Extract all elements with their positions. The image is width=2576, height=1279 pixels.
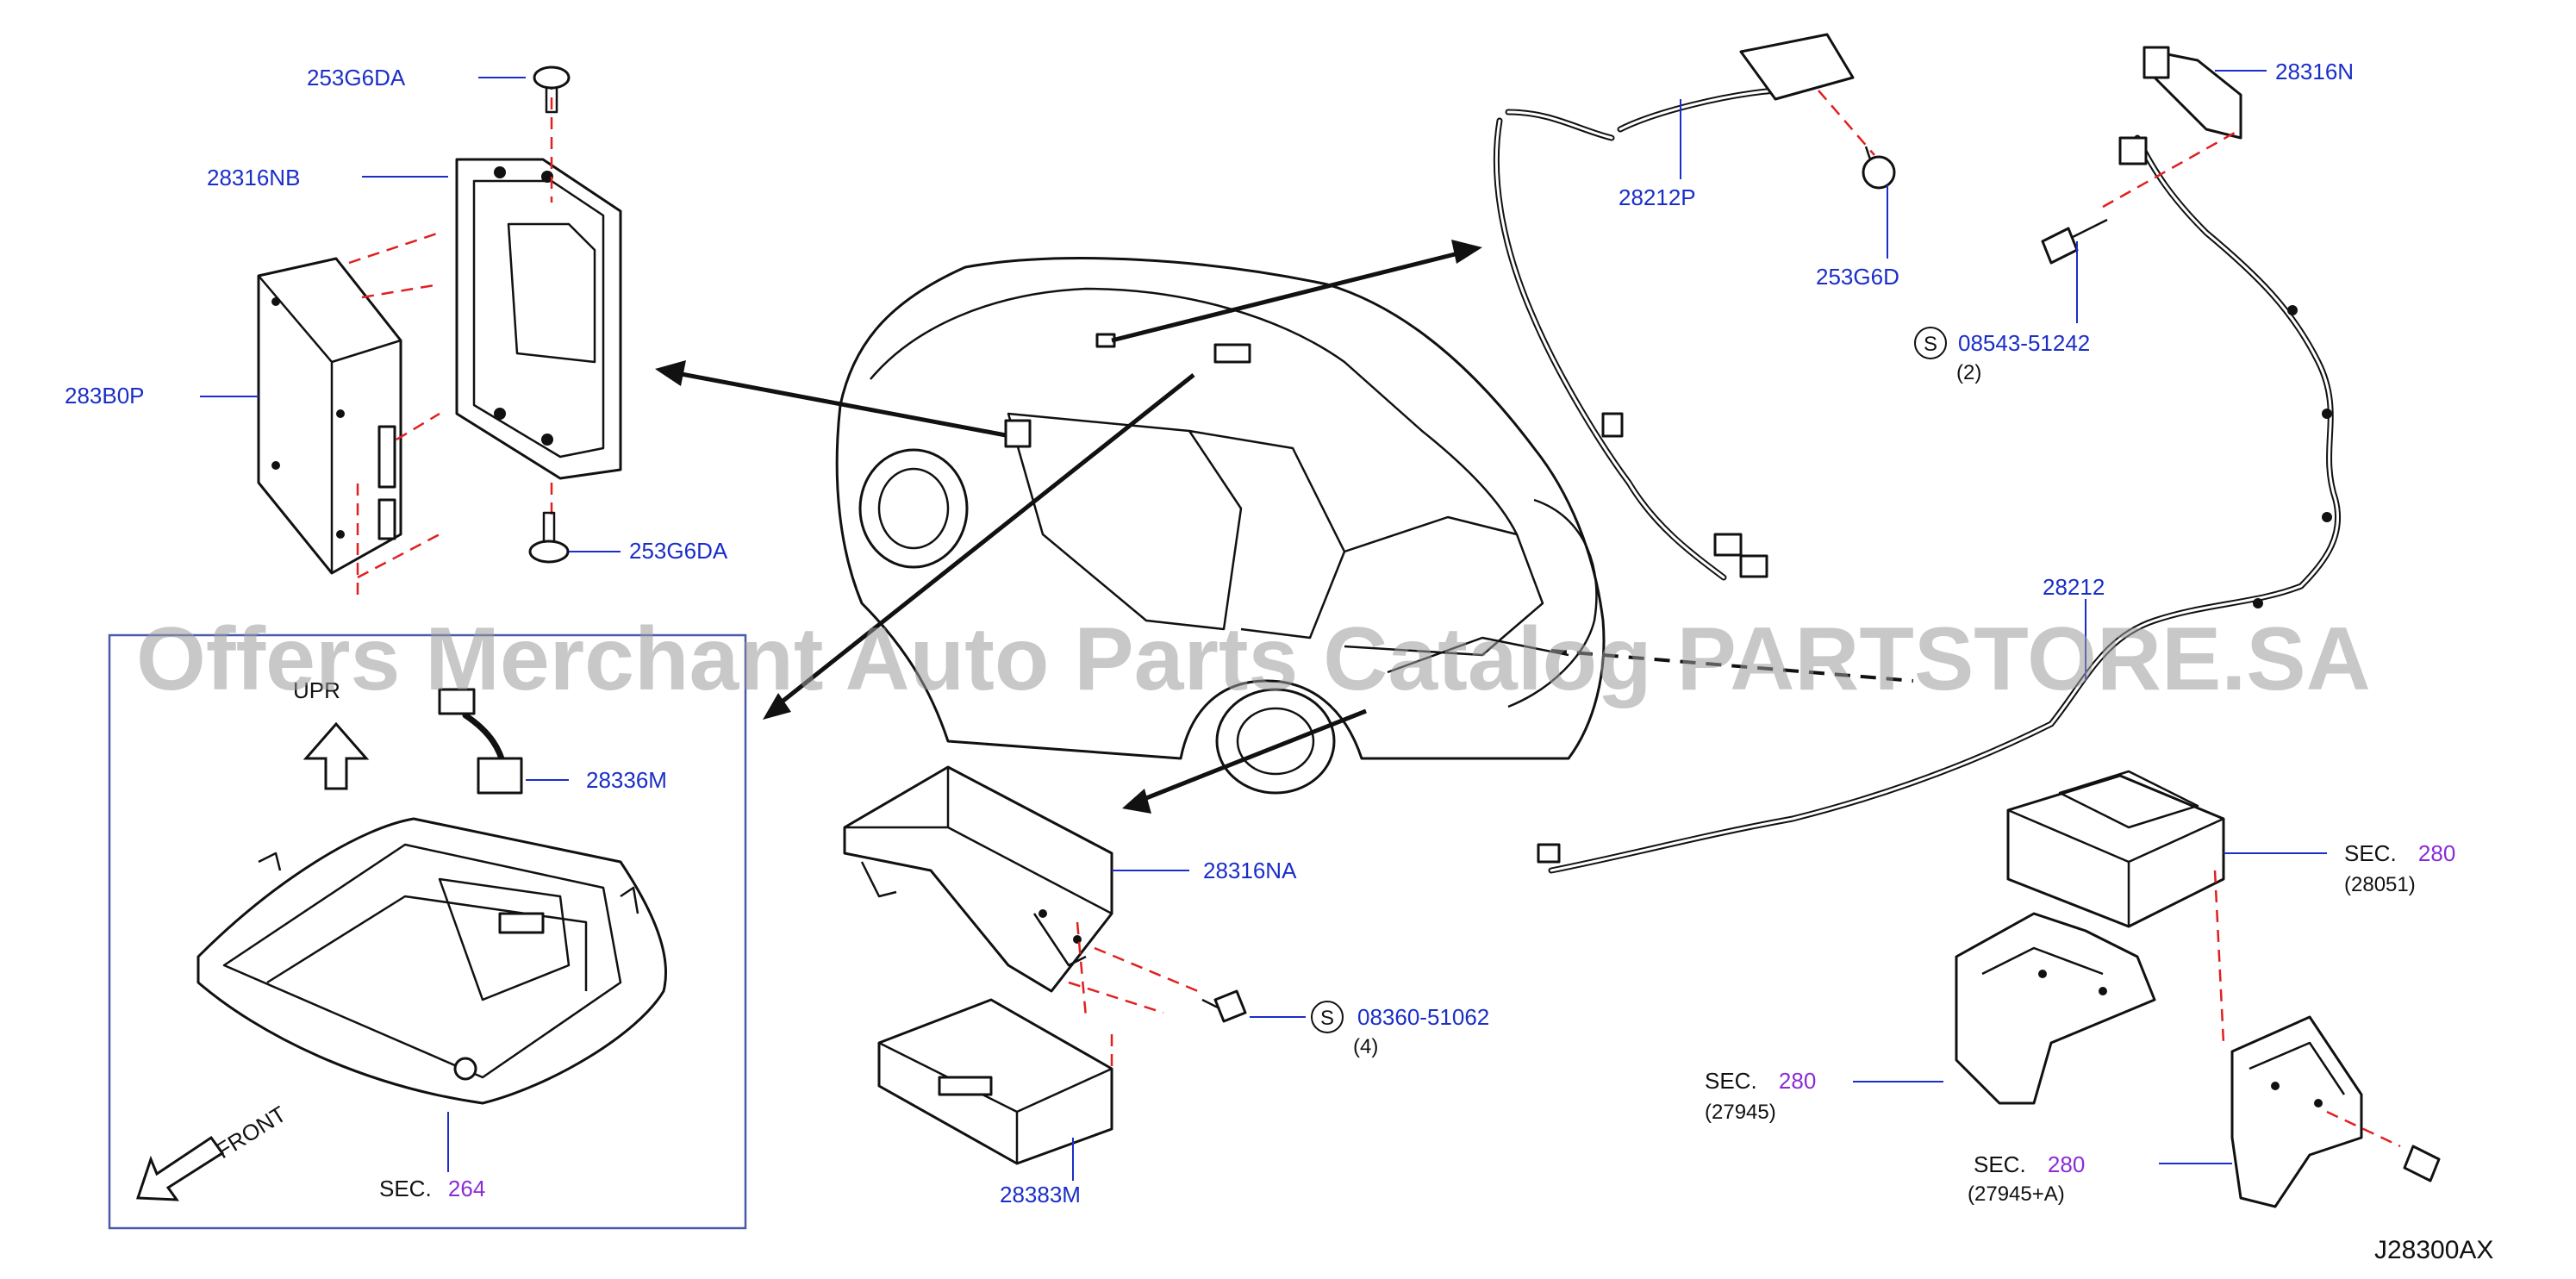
bracket-27945-a [2230,1015,2363,1208]
drawing-code: J28300AX [2374,1236,2493,1264]
locator-arrows [655,240,1914,814]
s-marker-08360-label: S [1320,1007,1334,1030]
front-arrow-icon [135,1135,225,1201]
label-28336m[interactable]: 28336M [586,767,667,793]
vehicle-outline [835,257,1606,795]
overhead-console [196,817,668,1105]
s-marker-08360 [1311,1001,1344,1033]
label-28212p[interactable]: 28212P [1619,184,1696,210]
sec-280-sub-27945: (27945) [1705,1101,1776,1124]
label-08543-51242[interactable]: 08543-51242 [1958,330,2090,356]
label-283b0p[interactable]: 283B0P [65,383,145,409]
harness-28212 [1537,134,2342,874]
label-28316na[interactable]: 28316NA [1203,858,1297,883]
unit-28051 [2006,770,2225,928]
connector-28336m [438,688,523,795]
label-28316nb[interactable]: 28316NB [207,165,300,190]
watermark-text: Offers Merchant Auto Parts Catalog PARTS… [136,609,2371,709]
inset-frame [108,633,747,1230]
label-253g6da-top[interactable]: 253G6DA [307,65,406,90]
sec-280-ref-28051[interactable]: SEC. 280 [2344,840,2455,866]
label-08360-51062[interactable]: 08360-51062 [1357,1004,1489,1030]
label-28212[interactable]: 28212 [2043,574,2105,600]
bracket-28316na [843,765,1113,993]
label-28383m[interactable]: 28383M [1000,1182,1081,1207]
screw-253g6da-bottom [528,511,570,564]
sec-280-ref-27945a[interactable]: SEC. 280 [1974,1151,2085,1177]
leader-lines [200,70,2327,1181]
control-unit-283b0p [257,257,402,575]
front-label: FRONT [211,1101,290,1164]
sec-280-ref-27945[interactable]: SEC. 280 [1705,1068,1816,1094]
clip-253g6d [1862,146,1896,190]
sec-264-ref[interactable]: SEC. 264 [379,1176,485,1201]
module-28383m [877,998,1113,1165]
upr-arrow-icon [303,721,370,790]
bracket-27945 [1955,912,2156,1105]
label-253g6da-bottom[interactable]: 253G6DA [629,538,728,564]
harness-28212p [1493,33,1855,581]
qty-08543: (2) [1956,361,1981,384]
upr-label: UPR [293,677,340,703]
s-marker-08543-label: S [1924,333,1937,356]
screw-253g6da-top [533,66,571,114]
sec-280-sub-27945a: (27945+A) [1968,1182,2065,1206]
label-28316n[interactable]: 28316N [2275,59,2354,84]
bolt-08360-51062 [1201,989,1247,1023]
bolt-08543-51242 [2041,218,2108,265]
qty-08360: (4) [1353,1035,1378,1058]
label-253g6d[interactable]: 253G6D [1816,264,1899,290]
s-marker-08543 [1914,327,1947,359]
sec-280-sub-28051: (28051) [2344,873,2416,896]
bolt-sec280 [2403,1145,2441,1182]
bracket-28316n [2143,46,2242,140]
bracket-28316nb [455,158,622,480]
